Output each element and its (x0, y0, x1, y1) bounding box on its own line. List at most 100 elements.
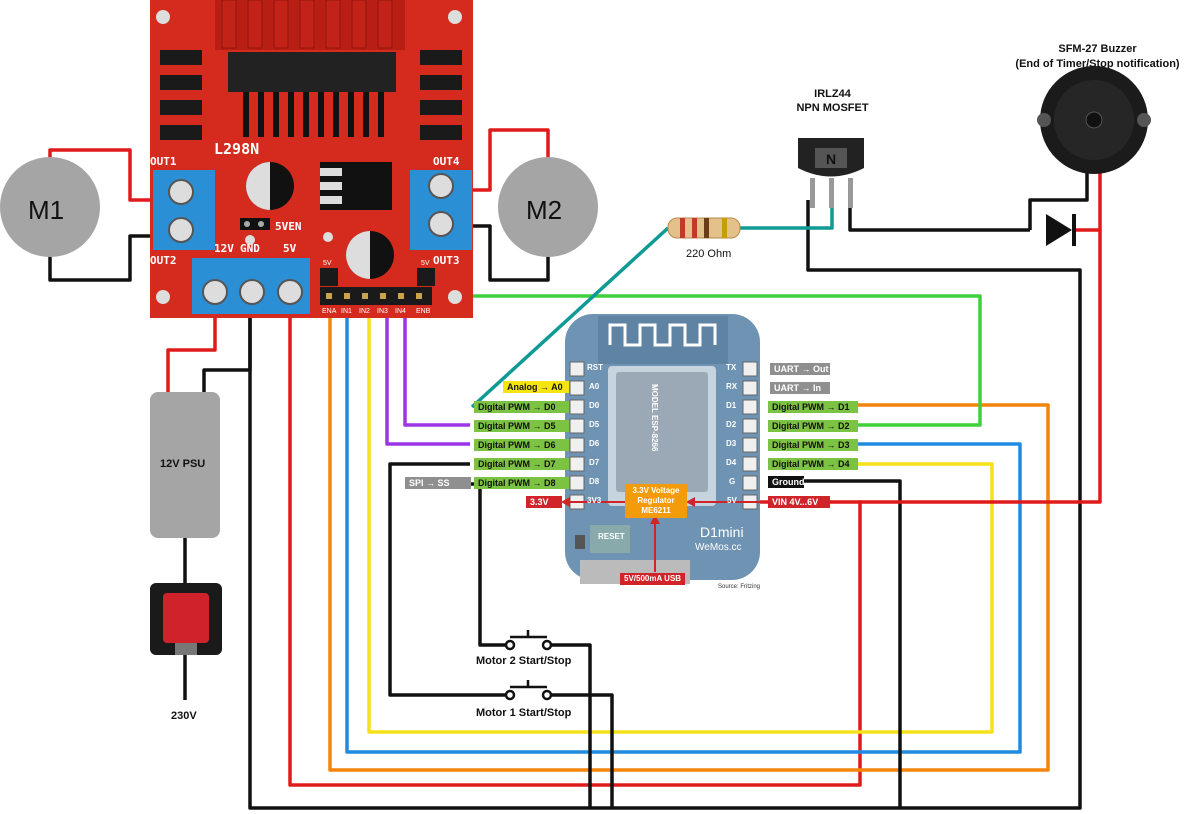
label-analog-a0: Analog → A0 (503, 381, 569, 393)
in1-blue-wire (345, 300, 1022, 754)
driver-chip-label: L298N (214, 140, 260, 158)
regulator-box: 3.3V Voltage Regulator ME6211 (625, 484, 687, 518)
in4-label: IN4 (395, 308, 406, 315)
label-d8: Digital PWM → D8 (474, 477, 569, 489)
board-brand-text: WeMos.cc (695, 542, 742, 553)
5v-pin-label-b: 5V (421, 260, 430, 267)
wires (48, 128, 1102, 810)
pin-d3: D3 (726, 439, 737, 448)
pin-rx: RX (726, 382, 738, 391)
pin-tx: TX (726, 363, 737, 372)
button2-wire-right (552, 643, 592, 808)
mosfet-type: NPN MOSFET (796, 102, 869, 114)
label-uart-out: UART → Out (770, 363, 830, 375)
out2-label: OUT2 (150, 254, 177, 267)
button1-wire-left (388, 462, 505, 697)
enb-green-wire (425, 294, 982, 427)
vin-red-wire (858, 230, 1102, 504)
resistor-teal-wire (470, 226, 670, 409)
reset-text: RESET (598, 532, 625, 541)
in1-label: IN1 (341, 308, 352, 315)
pin-d2: D2 (726, 420, 737, 429)
label-d7: Digital PWM → D7 (474, 458, 569, 470)
pin-d5: D5 (589, 420, 600, 429)
board-module-text: MODEL ESP-8266 (650, 384, 659, 452)
svg-text:N: N (826, 151, 836, 167)
in4-purple-wire (403, 300, 470, 427)
5v-label: 5V (283, 242, 297, 255)
label-d5: Digital PWM → D5 (474, 420, 569, 432)
motor-m1-label: M1 (28, 195, 65, 225)
m1-red-wire (48, 148, 165, 202)
wemos-d1-mini (561, 314, 765, 584)
l298n-board (150, 0, 473, 318)
mosfet-drain-wire (848, 202, 1030, 232)
label-uart-in: UART → In (770, 382, 830, 394)
source-text: Source: Fritzing (718, 584, 761, 590)
12v-label: 12V (214, 242, 234, 255)
buzzer-note: (End of Timer/Stop notification) (1015, 58, 1180, 70)
buzzer (1037, 66, 1151, 174)
label-spi-ss: SPI → SS (405, 477, 471, 489)
gnd-label: GND (240, 242, 260, 255)
out3-label: OUT3 (433, 254, 460, 267)
button-motor2-label: Motor 2 Start/Stop (476, 655, 572, 667)
resistor (667, 217, 741, 239)
push-button-motor1[interactable] (504, 680, 553, 701)
m2-red-wire (455, 128, 550, 192)
m1-black-wire (48, 234, 165, 282)
5v-pin-label-a: 5V (323, 260, 332, 267)
power-switch (150, 583, 222, 655)
pin-d4: D4 (726, 458, 737, 467)
in3-label: IN3 (377, 308, 388, 315)
mosfet-name: IRLZ44 (814, 88, 851, 100)
pin-3v3: 3V3 (587, 496, 602, 505)
pin-d6: D6 (589, 439, 600, 448)
mosfet: N (798, 138, 864, 208)
board-name-text: D1mini (700, 524, 744, 540)
usb-label: 5V/500mA USB (620, 573, 686, 585)
button1-wire-right (552, 693, 614, 808)
motor-m2 (498, 157, 598, 257)
mains-label: 230V (171, 710, 197, 722)
ena-label: ENA (322, 308, 337, 315)
in2-yellow-wire (367, 300, 994, 734)
label-d1: Digital PWM → D1 (768, 401, 858, 413)
out4-label: OUT4 (433, 155, 460, 168)
pin-d1: D1 (726, 401, 737, 410)
resistor-mosfet-wire (740, 202, 834, 230)
label-d6: Digital PWM → D6 (474, 439, 569, 451)
label-ground: Ground (768, 476, 805, 488)
pin-d8: D8 (589, 477, 600, 486)
terminal-right (410, 170, 472, 250)
pin-5v: 5V (727, 496, 737, 505)
label-3v3: 3.3V (526, 496, 562, 508)
label-d4: Digital PWM → D4 (768, 458, 858, 470)
sven-label: 5VEN (275, 220, 302, 233)
ground-black-wire (768, 479, 902, 808)
diode-wire (1028, 165, 1089, 230)
label-vin: VIN 4V...6V (768, 496, 830, 508)
terminal-power (192, 258, 310, 314)
motor-m1 (0, 157, 100, 257)
label-d3: Digital PWM → D3 (768, 439, 858, 451)
button2-wire-left (470, 482, 505, 647)
ena-orange-wire (328, 300, 1050, 772)
button-motor1-label: Motor 1 Start/Stop (476, 707, 572, 719)
label-d2: Digital PWM → D2 (768, 420, 858, 432)
buzzer-name: SFM-27 Buzzer (1058, 43, 1137, 55)
diode (1046, 214, 1076, 246)
push-button-motor2[interactable] (504, 630, 553, 651)
out1-label: OUT1 (150, 155, 177, 168)
psu-red-wire (166, 300, 217, 392)
pin-rst: RST (587, 363, 603, 372)
gnd-long-wire (248, 200, 1082, 810)
psu-box (150, 392, 220, 538)
in3-purple-wire (385, 300, 470, 446)
pin-g: G (729, 477, 736, 486)
pin-d0: D0 (589, 401, 600, 410)
m2-black-wire (455, 224, 550, 282)
in2-label: IN2 (359, 308, 370, 315)
enb-label: ENB (416, 308, 431, 315)
